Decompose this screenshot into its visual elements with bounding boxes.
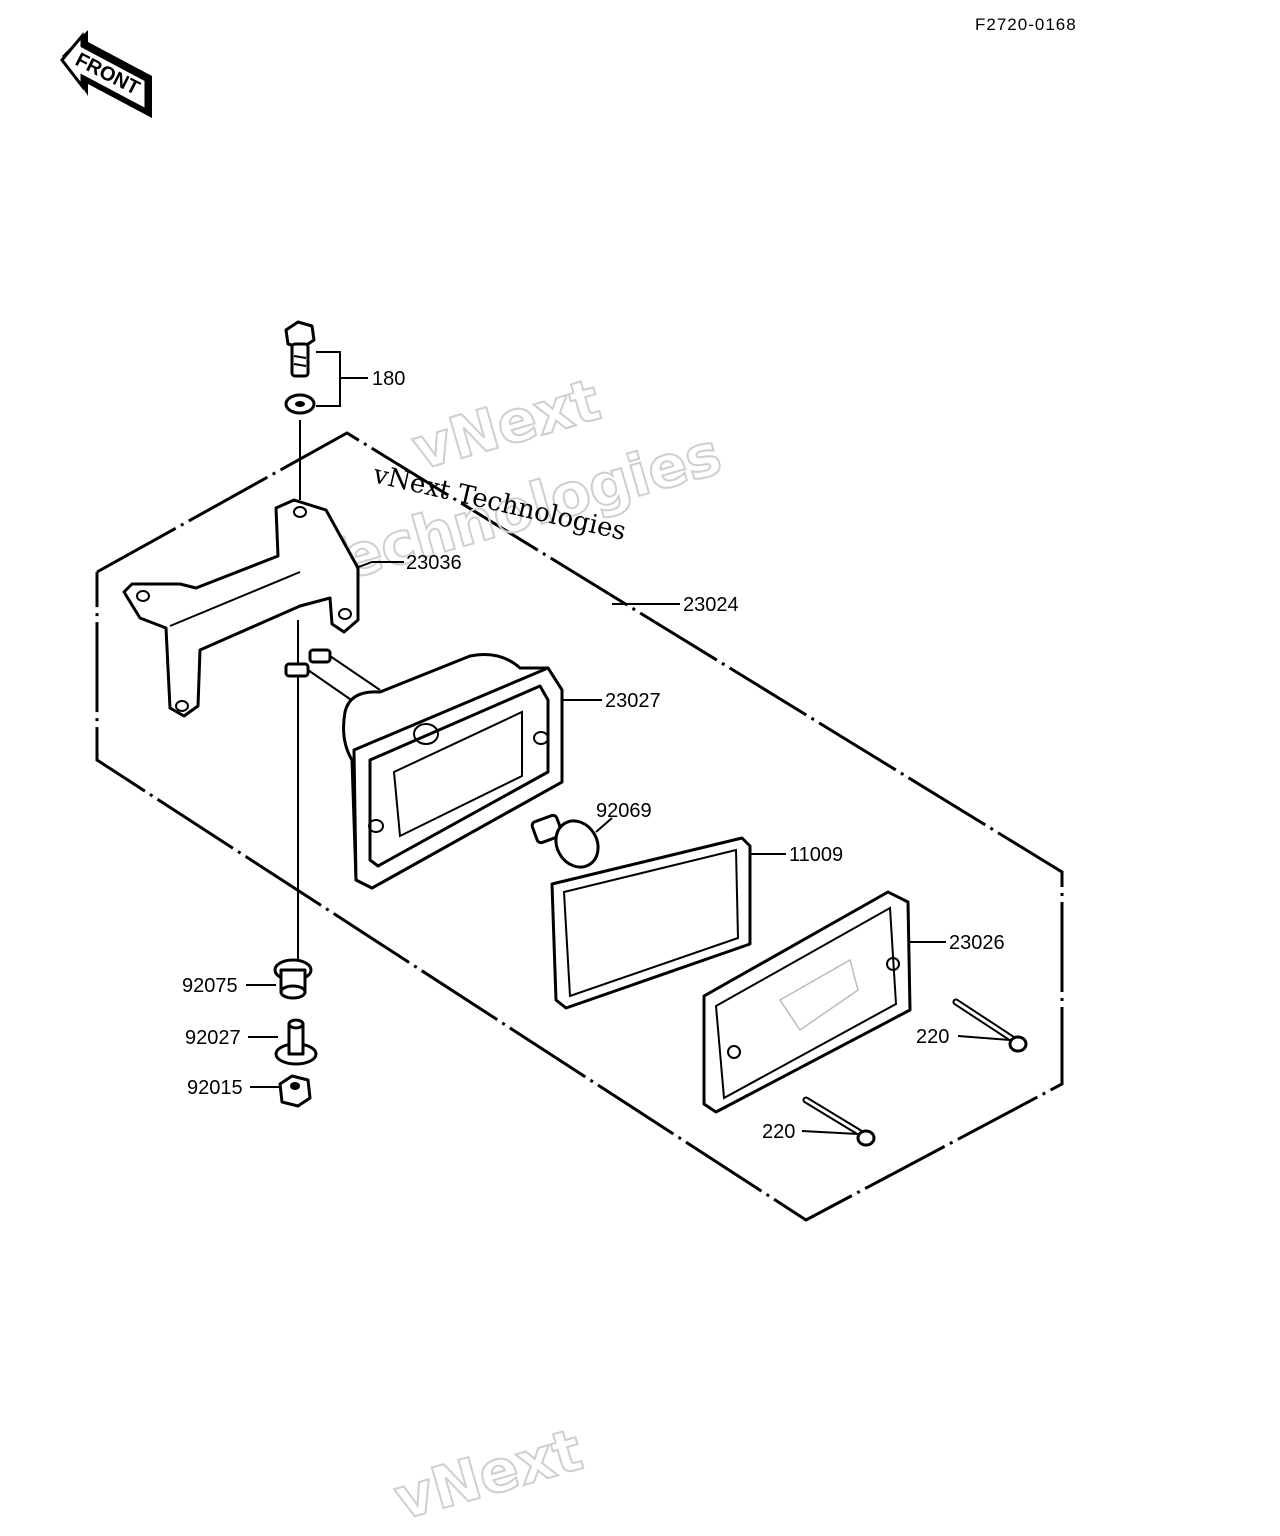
callout-92015: 92015 [187,1077,243,1099]
screw-220-lower [802,1096,876,1147]
bolt-180 [284,320,316,500]
callout-23024: 23024 [683,594,739,616]
collar-92027 [274,1018,318,1066]
callout-220-lower: 220 [762,1121,795,1143]
document-code: F2720-0168 [975,15,1077,34]
front-arrow-icon: FRONT [60,30,152,118]
leader-lines [246,351,1011,1135]
callout-220-upper: 220 [916,1026,949,1048]
gasket-11009 [550,836,752,1010]
nut-92015 [278,1074,312,1108]
grommet-92075 [273,958,313,1000]
screw-220-upper [952,998,1028,1053]
callout-180: 180 [372,368,405,390]
bracket-23036 [122,498,360,718]
callout-23026: 23026 [949,932,1005,954]
kit-boundary [95,431,1064,1222]
callout-23036: 23036 [406,552,462,574]
lamp-housing-23027 [342,653,564,890]
callout-92027: 92027 [185,1027,241,1049]
callout-11009: 11009 [789,844,843,866]
bulb-92069 [530,813,600,869]
watermark-bottom: vNext [387,1415,589,1533]
wiring [284,620,381,960]
callout-23027: 23027 [605,690,661,712]
callout-92069: 92069 [596,800,652,822]
lens-23026 [702,890,912,1114]
callout-92075: 92075 [182,975,238,997]
callout-labels: 180 23036 23024 23027 92069 11009 23026 … [182,368,1005,1143]
